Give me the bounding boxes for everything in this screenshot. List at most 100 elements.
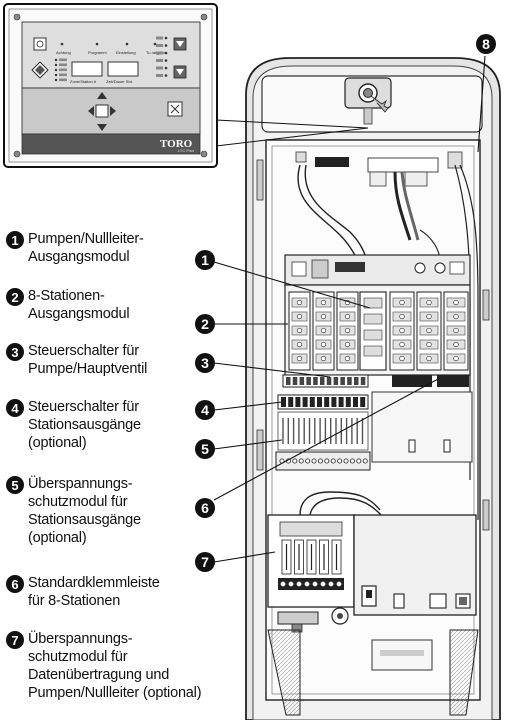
legend-text-5: Überspannungs- schutzmodul für Stationsa… (28, 475, 141, 547)
relay-dot (426, 341, 432, 348)
relay-dot (344, 313, 351, 320)
legend-item-2: 2 8-Stationen- Ausgangsmodul (6, 287, 130, 323)
screw-terminal (328, 581, 334, 587)
legend-line: Überspannungs- (28, 631, 133, 647)
legend-line: Steuerschalter für (28, 399, 139, 415)
terminal (299, 377, 305, 385)
callout-4: 4 (195, 400, 215, 420)
legend-text-7: Überspannungs- schutzmodul für Datenüber… (28, 630, 202, 702)
switch (360, 397, 366, 407)
button-label-1: Programm (88, 50, 107, 55)
legend-line: schutzmodul für (28, 649, 128, 665)
relay-dot (320, 313, 327, 320)
screw-terminal (305, 458, 311, 464)
led-label (59, 68, 67, 72)
switch (295, 397, 301, 407)
relay-dot (453, 299, 459, 306)
legend-line: Steuerschalter für (28, 343, 139, 359)
button-label-0: Achtung (56, 50, 71, 55)
led-label (156, 66, 163, 70)
relay-dot (320, 355, 327, 362)
legend-line: schutzmodul für (28, 494, 128, 510)
display-label-0: Zone/Station # (70, 79, 97, 84)
lock-icon (344, 77, 392, 125)
legend-line: Stationsausgänge (28, 417, 141, 433)
legend-line: Stationsausgänge (28, 512, 141, 528)
legend-text-3: Steuerschalter für Pumpe/Hauptventil (28, 342, 147, 378)
switch (338, 397, 344, 407)
legend-line: Standardklemmleiste (28, 575, 160, 591)
legend-text-6: Standardklemmleiste für 8-Stationen (28, 574, 160, 610)
led-label (156, 51, 163, 55)
relay-dot (296, 299, 303, 306)
led (54, 78, 58, 82)
switch (281, 397, 286, 407)
terminal (306, 377, 311, 385)
legend-item-1: 1 Pumpen/Nullleiter- Ausgangsmodul (6, 230, 144, 266)
legend-line: Pumpen/Nullleiter- (28, 231, 144, 247)
screw-terminal (298, 458, 304, 464)
legend-badge-3: 3 (6, 343, 24, 361)
relay-dot (296, 327, 303, 334)
legend-line: Datenübertragung und (28, 667, 170, 683)
legend-text-2: 8-Stationen- Ausgangsmodul (28, 287, 130, 323)
legend-item-3: 3 Steuerschalter für Pumpe/Hauptventil (6, 342, 147, 378)
screw-terminal (288, 581, 294, 587)
led-label (59, 63, 67, 67)
terminal (326, 377, 332, 385)
led (164, 44, 168, 47)
relay-dot (426, 313, 432, 320)
switch (288, 397, 294, 407)
terminal (354, 377, 359, 385)
led-label (156, 36, 163, 40)
legend-line: (optional) (28, 530, 87, 546)
relay-dot (399, 327, 405, 334)
data-surge-module (281, 539, 342, 575)
terminal (347, 377, 352, 385)
led-label (156, 74, 163, 77)
relay-dot (344, 327, 351, 334)
switch (345, 397, 351, 407)
screw-terminal (317, 458, 323, 464)
relay-dot (296, 341, 303, 348)
led-label (59, 78, 67, 82)
screw-terminal (292, 458, 298, 464)
button-label-2: Einstellung (116, 50, 136, 55)
terminal (292, 377, 298, 385)
relay-dot (453, 327, 459, 334)
screw-terminal (324, 458, 330, 464)
leader-lines (213, 55, 486, 563)
callout-2: 2 (195, 314, 215, 334)
legend-badge-5: 5 (6, 476, 24, 494)
callout-5: 5 (195, 439, 215, 459)
terminal (340, 377, 345, 385)
legend-line: Ausgangsmodul (28, 306, 130, 322)
switch (302, 397, 308, 407)
switch (324, 397, 330, 407)
relay-dot (426, 327, 432, 334)
relay-dot (320, 341, 327, 348)
legend-item-7: 7 Überspannungs- schutzmodul für Datenüb… (6, 630, 202, 702)
station-output-modules (288, 291, 359, 371)
inset-control-panel: Achtung Programm Einstellung Tu rabgehn … (3, 3, 218, 168)
legend-line: Pumpe/Hauptventil (28, 361, 148, 377)
terminal (360, 377, 366, 385)
display-label-1: Zeit/Dauer Std. (106, 79, 133, 84)
cabinet (245, 57, 501, 720)
legend-line: für 8-Stationen (28, 593, 121, 609)
relay-dot (453, 355, 459, 362)
legend-badge-6: 6 (6, 575, 24, 593)
screw-terminal (296, 581, 302, 587)
legend-text-1: Pumpen/Nullleiter- Ausgangsmodul (28, 230, 144, 266)
relay-dot (399, 355, 405, 362)
screw-terminal (336, 581, 342, 587)
terminal (333, 377, 339, 385)
legend-badge-7: 7 (6, 631, 24, 649)
screw-terminal (330, 458, 336, 464)
callout-3: 3 (195, 353, 215, 373)
screw-terminal (312, 581, 318, 587)
led (54, 68, 58, 72)
legend-line: Überspannungs- (28, 476, 133, 492)
screw-terminal (349, 458, 355, 464)
